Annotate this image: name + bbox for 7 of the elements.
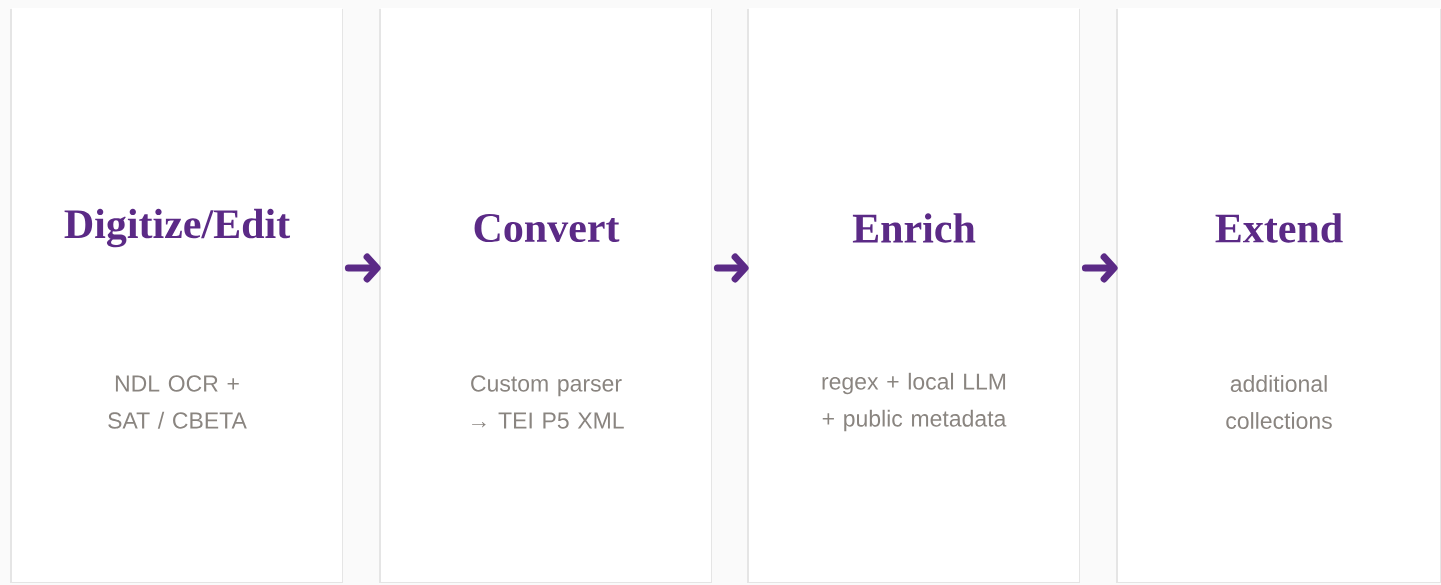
process-card: Digitize/Edit NDL OCR + SAT / CBETA [10,8,343,583]
process-card: Convert Custom parser → TEI P5 XML [379,8,712,583]
arrow [713,253,749,283]
arrow [1081,253,1118,283]
arrow [344,253,381,283]
process-card: Extend additional collections [1116,8,1441,583]
process-card: Enrich regex + local LLM + public metadata [747,8,1080,583]
